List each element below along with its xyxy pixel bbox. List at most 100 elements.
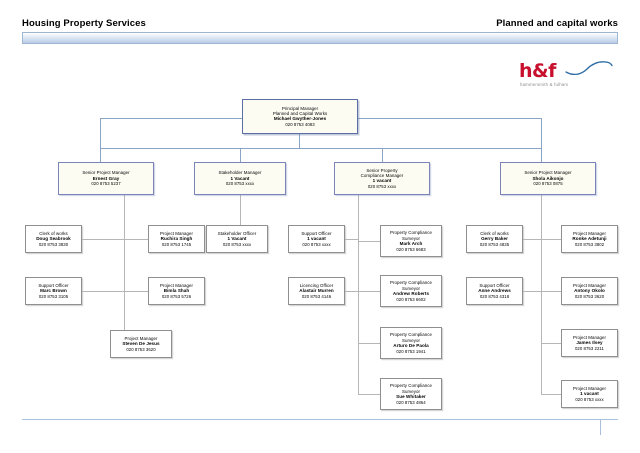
node-name: Shola Aikonjo [532,175,564,181]
connector-group3-branch-right-2 [358,291,380,292]
node-title: Support Officer [301,230,332,236]
connector-manager-spine [100,148,541,149]
node-phone: 020 8753 1745 [161,241,192,247]
page-title-right: Planned and capital works [496,18,618,29]
node-phone: 020 8753 5726 [161,293,192,299]
node-title: Project Manager [160,230,193,236]
node-project-manager-ronke-adetunji[interactable]: Project Manager Ronke Adetunji 020 8753 … [561,225,618,253]
node-phone: 020 8753 3620 [126,346,156,352]
node-project-manager-vacant[interactable]: Project Manager 1 vacant 020 8753 xxxx [561,380,618,408]
node-phone: 020 8753 3620 [574,293,605,299]
node-title: Property Compliance [390,383,432,389]
connector-group4-trunk [541,195,542,395]
node-title: Project Manager [124,335,158,341]
node-title: Property Compliance [390,332,432,338]
node-phone: 020 8753 1941 [396,348,426,354]
node-phone: 020 8753 4083 [285,122,315,128]
node-title: Senior Project Manager [82,170,130,176]
connector-group1-branch-left-2 [82,291,124,292]
node-subtitle: Surveyor [402,388,420,394]
node-phone: 020 8753 3802 [574,241,605,247]
logo-mark: h&f [519,60,556,82]
node-phone: 020 8753 5237 [91,181,121,187]
node-name: James Ilsey [576,340,603,346]
connector-group1-branch-right-2 [124,291,148,292]
node-title: Clerk of works [39,230,68,236]
node-title: Project Manager [573,282,606,288]
node-compliance-surveyor-mark-arch[interactable]: Property Compliance Surveyor Mark Arch 0… [380,225,442,257]
connector-down-manager-2 [240,148,241,162]
node-subtitle: Surveyor [402,285,420,291]
node-title: Property Compliance [390,230,432,236]
node-name: Antony Okolo [574,288,605,294]
node-phone: 020 8753 xxxx [222,241,252,247]
connector-group3-branch-right-4 [358,394,380,395]
node-licencing-officer[interactable]: Licencing Officer Alastair Murren 020 87… [288,277,345,305]
node-principal-manager[interactable]: Principal Manager Planned and Capital Wo… [242,99,358,134]
connector-principal-right-stub [358,118,541,119]
connector-principal-down [299,134,300,148]
node-compliance-surveyor-arturo-de-paola[interactable]: Property Compliance Surveyor Arturo De P… [380,327,442,359]
node-phone: 020 8753 3830 [38,241,69,247]
node-project-manager-james-ilsey[interactable]: Project Manager James Ilsey 020 8753 221… [561,329,618,357]
connector-group4-branch-right-4 [541,394,561,395]
node-senior-project-manager-2[interactable]: Senior Project Manager Shola Aikonjo 020… [500,162,596,195]
node-name: Bimla Shah [163,288,190,294]
node-clerk-of-works-1[interactable]: Clerk of works Doug Seabrook 020 8753 38… [25,225,82,253]
node-name: 1 Vacant [227,236,247,242]
node-title: Project Manager [573,230,606,236]
logo-swoosh-icon [565,61,613,76]
node-title: Project Manager [573,385,606,391]
connector-group3-branch-left-2 [334,291,358,292]
node-compliance-surveyor-andrew-roberts[interactable]: Property Compliance Surveyor Andrew Robe… [380,275,442,307]
node-name: 1 Vacant [230,175,250,181]
node-name: 1 vacant [307,236,326,242]
node-project-manager-antony-okolo[interactable]: Project Manager Antony Okolo 020 8753 36… [561,277,618,305]
node-name: Alastair Murren [299,288,334,294]
node-subtitle: Compliance Manager [360,173,404,179]
node-title: Licencing Officer [299,282,334,288]
connector-down-manager-4 [541,148,542,162]
node-name: Andrew Roberts [392,290,430,296]
footer-tick-mark [600,419,601,435]
node-title: Project Manager [573,334,606,340]
node-title: Senior Project Manager [524,170,572,176]
node-project-manager-bimla-shah[interactable]: Project Manager Bimla Shah 020 8753 5726 [148,277,205,305]
connector-principal-left-riser [100,118,101,148]
node-stakeholder-manager[interactable]: Stakeholder Manager 1 Vacant 020 8753 xx… [194,162,286,195]
node-title: Stakeholder Manager [218,170,262,176]
node-name: Mark Arch [399,240,423,246]
node-name: 1 vacant [372,178,392,184]
node-name: Ernest Gray [92,175,120,181]
node-name: Gerry Baker [481,236,508,242]
node-support-officer-anne-andrews[interactable]: Support Officer Anne Andrews 020 8753 43… [466,277,523,305]
node-clerk-of-works-2[interactable]: Clerk of works Gerry Baker 020 8753 4835 [466,225,523,253]
node-phone: 020 8753 4146 [301,293,332,299]
node-senior-property-compliance-manager[interactable]: Senior Property Compliance Manager 1 vac… [334,162,430,195]
node-phone: 020 8753 2211 [574,345,604,351]
node-phone: 020 8753 xxxx [575,396,604,402]
connector-group1-branch-left-1 [82,239,124,240]
node-name: Sue Whitaker [396,393,426,399]
connector-group3-branch-right-3 [358,343,380,344]
node-phone: 020 8753 4318 [479,293,510,299]
connector-principal-left-stub [100,118,242,119]
connector-group3-branch-right-1 [358,241,380,242]
node-title: Clerk of works [480,230,509,236]
node-support-officer-vacant[interactable]: Support Officer 1 vacant 020 8753 xxxx [288,225,345,253]
connector-group4-branch-right-1 [541,239,561,240]
node-phone: 020 8753 0875 [533,181,563,187]
node-project-manager-ruchira-singh[interactable]: Project Manager Ruchira Singh 020 8753 1… [148,225,205,253]
node-stakeholder-officer[interactable]: Stakeholder Officer 1 Vacant 020 8753 xx… [206,225,268,253]
node-senior-project-manager-1[interactable]: Senior Project Manager Ernest Gray 020 8… [58,162,154,195]
node-name: Arturo De Paola [393,342,429,348]
node-support-officer-1[interactable]: Support Officer Marc Brown 020 8753 3105 [25,277,82,305]
node-title: Support Officer [479,282,510,288]
node-phone: 020 8753 6602 [396,296,426,302]
connector-group4-branch-right-3 [541,343,561,344]
node-phone: 020 8753 3105 [38,293,69,299]
node-title: Principal Manager [281,105,319,111]
node-project-manager-steven-de-jesus[interactable]: Project Manager Steven De Jesus 020 8753… [110,330,172,358]
node-compliance-surveyor-sue-whitaker[interactable]: Property Compliance Surveyor Sue Whitake… [380,378,442,410]
node-name: Doug Seabrook [36,236,71,242]
